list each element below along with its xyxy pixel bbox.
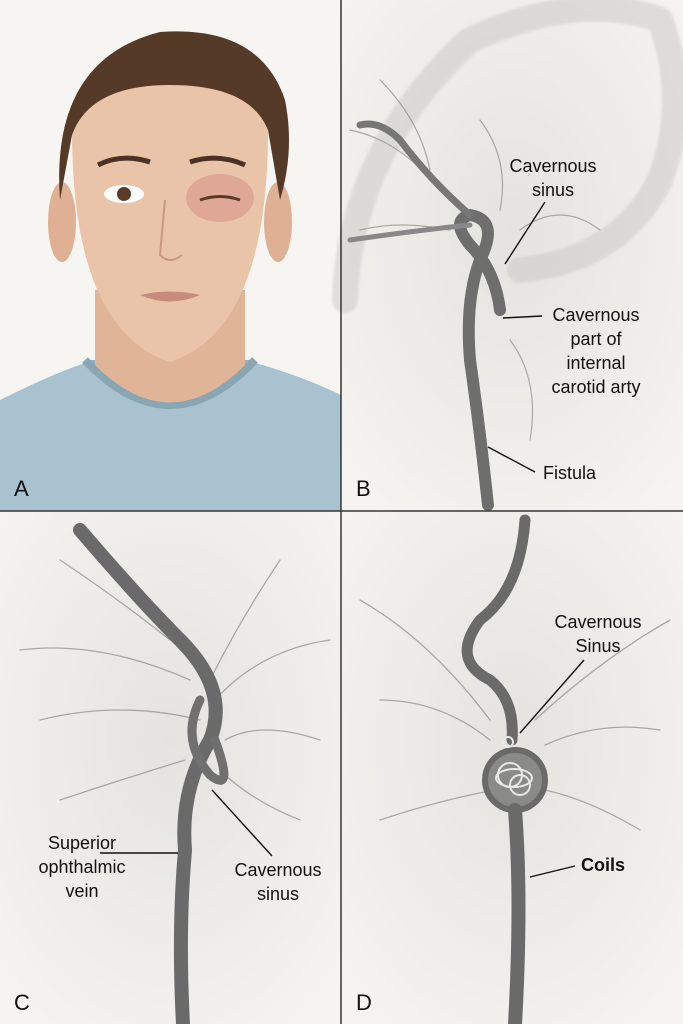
svg-text:Cavernous: Cavernous — [509, 156, 596, 176]
label-d-coils: Coils — [529, 855, 625, 878]
label-b-internal-carotid: Cavernous part of internal carotid arty — [502, 305, 641, 397]
panel-a-letter: A — [14, 476, 29, 501]
svg-text:sinus: sinus — [257, 884, 299, 904]
svg-text:Coils: Coils — [581, 855, 625, 875]
svg-text:Sinus: Sinus — [575, 636, 620, 656]
svg-text:Superior: Superior — [48, 833, 116, 853]
label-d-cavernous-sinus: Cavernous Sinus — [519, 612, 642, 734]
panel-c-letter: C — [14, 990, 30, 1015]
panel-a-patient-portrait — [0, 0, 341, 511]
cavernous-sinus-sac — [482, 747, 548, 813]
label-c-cavernous-sinus: Cavernous sinus — [211, 789, 322, 904]
label-b-cavernous-sinus: Cavernous sinus — [504, 156, 597, 265]
svg-text:vein: vein — [65, 881, 98, 901]
panel-b-angiogram — [332, 0, 683, 511]
coils-icon — [495, 736, 533, 796]
svg-text:part of: part of — [570, 329, 622, 349]
label-c-superior-ophthalmic-vein: Superior ophthalmic vein — [38, 833, 178, 901]
svg-text:Fistula: Fistula — [543, 463, 597, 483]
svg-text:Cavernous: Cavernous — [554, 612, 641, 632]
svg-text:sinus: sinus — [532, 180, 574, 200]
label-b-fistula: Fistula — [487, 446, 597, 483]
face — [72, 78, 268, 362]
svg-text:ophthalmic: ophthalmic — [38, 857, 125, 877]
panel-d-letter: D — [356, 990, 372, 1015]
svg-text:internal: internal — [566, 353, 625, 373]
svg-text:Cavernous: Cavernous — [234, 860, 321, 880]
hair — [59, 31, 289, 201]
svg-text:Cavernous: Cavernous — [552, 305, 639, 325]
panel-b-letter: B — [356, 476, 371, 501]
shirt — [0, 360, 341, 511]
panel-c-angiogram — [0, 512, 340, 1024]
mouth — [140, 291, 200, 302]
panel-d-angiogram — [342, 512, 683, 1024]
svg-text:carotid arty: carotid arty — [551, 377, 640, 397]
